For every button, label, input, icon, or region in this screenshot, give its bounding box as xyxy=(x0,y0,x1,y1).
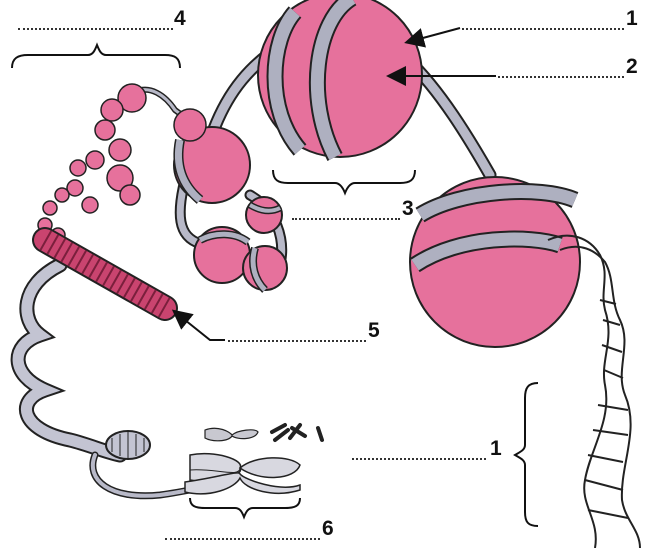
chromosomes xyxy=(185,425,322,494)
label-1-bottom-line xyxy=(352,458,486,460)
label-3: 3 xyxy=(402,198,414,219)
label-5: 5 xyxy=(368,320,380,341)
label-3-line xyxy=(292,218,400,220)
nucleosome-right xyxy=(410,177,580,347)
label-6-line xyxy=(165,538,320,540)
label-2-line xyxy=(498,76,624,78)
nucleosome-top xyxy=(258,0,422,157)
condensed-fibre xyxy=(45,240,165,308)
label-6: 6 xyxy=(322,518,334,539)
label-1-top: 1 xyxy=(626,8,638,29)
label-1-top-line xyxy=(462,28,624,30)
label-4-line xyxy=(18,28,173,30)
label-5-line xyxy=(228,340,366,342)
label-1-bottom: 1 xyxy=(490,438,502,459)
coiled-fibre xyxy=(106,431,150,459)
label-4: 4 xyxy=(174,8,186,29)
label-2: 2 xyxy=(626,56,638,77)
nucleosome-cluster xyxy=(174,127,287,290)
